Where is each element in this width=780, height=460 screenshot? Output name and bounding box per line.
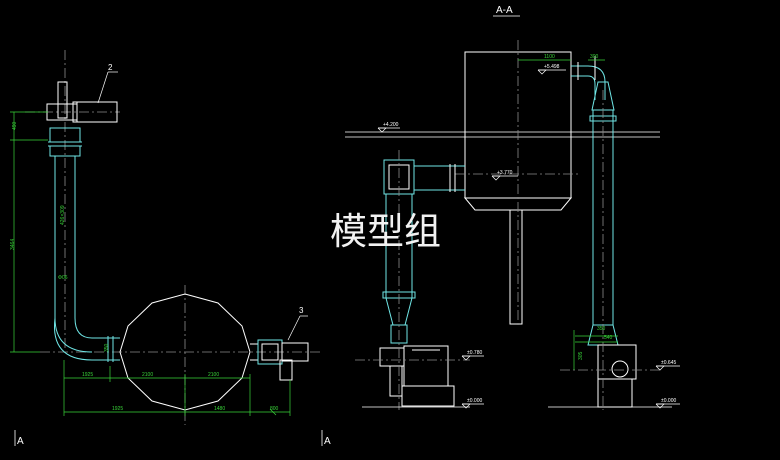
section-mark-right-label: A — [324, 436, 331, 447]
dim-b2: 1480 — [214, 406, 225, 412]
vertical-duct — [48, 127, 120, 362]
elevation-markers — [377, 69, 680, 409]
section-title: A-A — [496, 5, 513, 16]
dim-pipe-diameter: Φ06 — [58, 275, 68, 281]
dim-h1: 1925 — [82, 372, 93, 378]
right-duct — [571, 56, 619, 346]
leader-label-3: 3 — [299, 306, 304, 315]
dim-b3: 800 — [270, 406, 279, 412]
outlet-valve — [250, 339, 309, 381]
centerlines — [25, 50, 320, 425]
dim-b1: 1925 — [112, 406, 123, 412]
right-view: A-A — [321, 5, 680, 447]
leader-label-2: 2 — [108, 63, 113, 72]
right-dim-lines — [518, 59, 618, 370]
dim-h3: 2100 — [208, 372, 219, 378]
dim-top-height: 490 — [12, 121, 18, 130]
right-column-centerline — [560, 90, 660, 410]
left-column-centerline — [355, 150, 470, 410]
left-fan — [379, 345, 455, 407]
elevation-e4: ±0.780 — [467, 350, 482, 356]
dim-total-height: 3464 — [10, 239, 16, 250]
elevation-e2: +5.498 — [544, 64, 560, 70]
watermark: 模型组 — [330, 210, 441, 253]
dim-h2: 2100 — [142, 372, 153, 378]
leaders — [97, 71, 308, 341]
dim-pipe-size: 426×309 — [60, 205, 66, 225]
top-fan — [46, 81, 118, 123]
dim-elbow-height: 350 — [104, 343, 110, 352]
dim-duct-width: 300 — [590, 54, 599, 60]
dim-r1: 350 — [597, 326, 606, 332]
dim-r2: 540 — [604, 335, 613, 341]
section-mark-left-label: A — [17, 436, 24, 447]
dim-tank-width: 1100 — [544, 54, 555, 60]
left-view: 490 3464 426×309 Φ06 350 1925 2100 2100 … — [10, 50, 320, 447]
right-fan — [597, 344, 637, 408]
elevation-e5: ±0.000 — [467, 398, 482, 404]
elevation-e6: ±0.645 — [661, 360, 676, 366]
elevation-e7: ±0.000 — [661, 398, 676, 404]
tank-centerlines — [455, 40, 580, 326]
elevation-e3: +3.770 — [497, 170, 513, 176]
tank-elevation — [463, 51, 573, 325]
left-dim-lines — [10, 111, 291, 416]
floor-beams — [345, 131, 660, 138]
dim-r3: 305 — [578, 351, 584, 360]
elevation-e1: +4.200 — [383, 122, 399, 128]
